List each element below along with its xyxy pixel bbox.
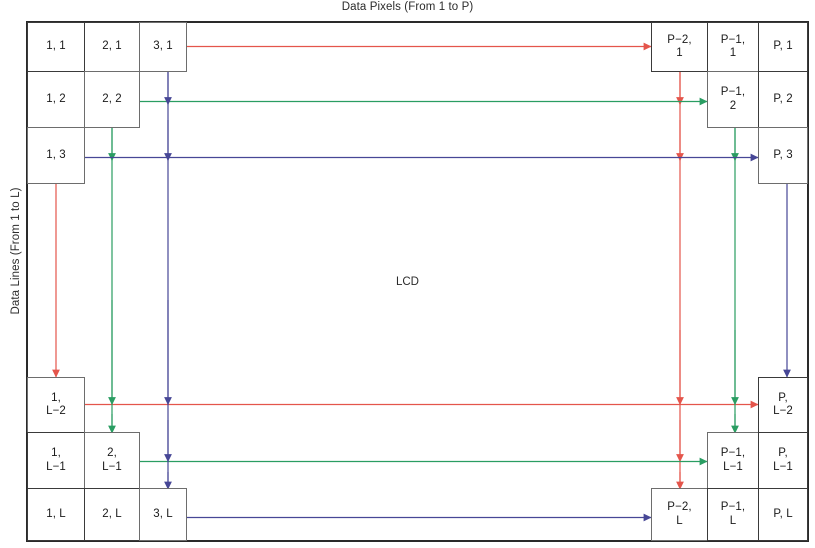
pixel-cell[interactable]: 1, 1 bbox=[27, 22, 85, 72]
pixel-cell[interactable]: P−1,L bbox=[707, 488, 759, 541]
pixel-cell[interactable]: P−1,L−1 bbox=[707, 432, 759, 489]
cell-label: 1, 1 bbox=[46, 40, 66, 53]
pixel-cell[interactable]: 1,L−2 bbox=[27, 377, 85, 433]
cell-label: 2, 1 bbox=[102, 40, 122, 53]
cell-label: P, L bbox=[773, 507, 793, 520]
cell-label: P−2,L bbox=[667, 501, 692, 527]
cell-label: 1, L bbox=[46, 507, 66, 520]
pixel-cell[interactable]: P−2,L bbox=[651, 488, 708, 541]
pixel-cell[interactable]: 2, 1 bbox=[84, 22, 140, 72]
pixel-cell[interactable]: 1, 2 bbox=[27, 71, 85, 128]
cell-label: P,L−2 bbox=[773, 391, 793, 418]
pixel-cell[interactable]: P, 3 bbox=[758, 127, 808, 184]
pixel-cell[interactable]: P,L−2 bbox=[758, 377, 808, 433]
cell-label: 3, L bbox=[153, 507, 173, 520]
lcd-outer-frame bbox=[26, 21, 809, 542]
red-scan-path bbox=[52, 42, 759, 490]
cell-label: P−1,2 bbox=[720, 86, 746, 112]
cell-label: 1, 2 bbox=[46, 92, 66, 105]
cell-label: 1,L−1 bbox=[46, 447, 66, 473]
pixel-cell[interactable]: 2, 2 bbox=[84, 71, 140, 128]
pixel-cell[interactable]: P−2,1 bbox=[651, 22, 708, 72]
top-axis-label: Data Pixels (From 1 to P) bbox=[341, 1, 474, 13]
lcd-center-label: LCD bbox=[395, 276, 419, 288]
pixel-cell[interactable]: 2,L−1 bbox=[84, 432, 140, 489]
pixel-cell[interactable]: 1, 3 bbox=[27, 127, 85, 184]
cell-label: 3, 1 bbox=[153, 40, 173, 53]
pixel-cell[interactable]: 3, 1 bbox=[139, 22, 187, 72]
cell-label: P−1,1 bbox=[720, 33, 746, 60]
cell-label: 2, 2 bbox=[102, 92, 122, 105]
pixel-cell[interactable]: 1,L−1 bbox=[27, 432, 85, 489]
cell-label: P, 3 bbox=[773, 148, 793, 161]
cell-label: P, 2 bbox=[773, 92, 793, 105]
pixel-cell[interactable]: P−1,2 bbox=[707, 71, 759, 128]
cell-label: 2, L bbox=[102, 507, 122, 520]
cell-label: 1, 3 bbox=[46, 148, 66, 161]
pixel-cell[interactable]: 1, L bbox=[27, 488, 85, 541]
cell-label: P−1,L−1 bbox=[720, 447, 746, 473]
pixel-cell[interactable]: 3, L bbox=[139, 488, 187, 541]
pixel-cell[interactable]: P, 2 bbox=[758, 71, 808, 128]
green-scan-path bbox=[108, 97, 739, 489]
cell-label: P−1,L bbox=[720, 501, 746, 527]
pixel-cell[interactable]: P, L bbox=[758, 488, 808, 541]
pixel-cell[interactable]: P,L−1 bbox=[758, 432, 808, 489]
pixel-cell[interactable]: P, 1 bbox=[758, 22, 808, 72]
blue-scan-path bbox=[85, 72, 791, 522]
cell-label: P, 1 bbox=[773, 40, 793, 53]
cell-label: 1,L−2 bbox=[46, 391, 66, 418]
cell-label: P,L−1 bbox=[773, 447, 793, 473]
cell-label: P−2,1 bbox=[667, 33, 692, 60]
pixel-cell[interactable]: P−1,1 bbox=[707, 22, 759, 72]
pixel-cell[interactable]: 2, L bbox=[84, 488, 140, 541]
cell-label: 2,L−1 bbox=[102, 447, 122, 473]
